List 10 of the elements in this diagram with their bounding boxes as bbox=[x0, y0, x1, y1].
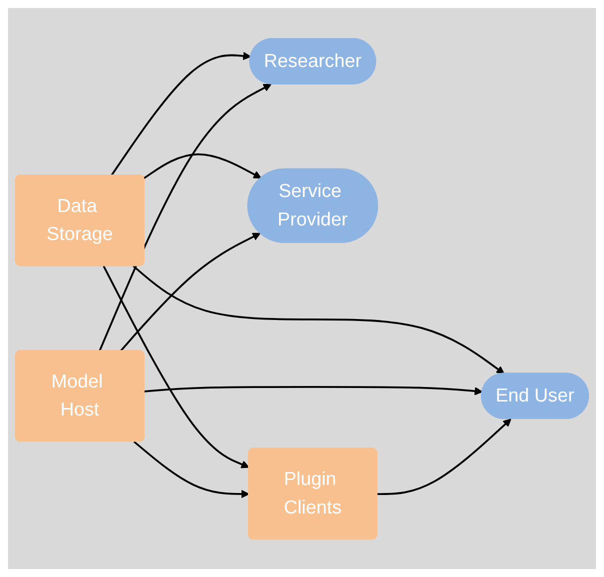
arrow bbox=[98, 84, 272, 352]
arrow bbox=[132, 265, 505, 374]
flowchart: Data Storage Model Host Researcher Service Provider End User Plugin Clients bbox=[8, 30, 596, 546]
arrow bbox=[143, 153, 262, 179]
arrow bbox=[133, 440, 250, 498]
arrow bbox=[120, 232, 261, 352]
arrow bbox=[144, 386, 483, 396]
arrow bbox=[102, 265, 250, 468]
arrow bbox=[377, 418, 512, 495]
arrow bbox=[110, 52, 252, 176]
